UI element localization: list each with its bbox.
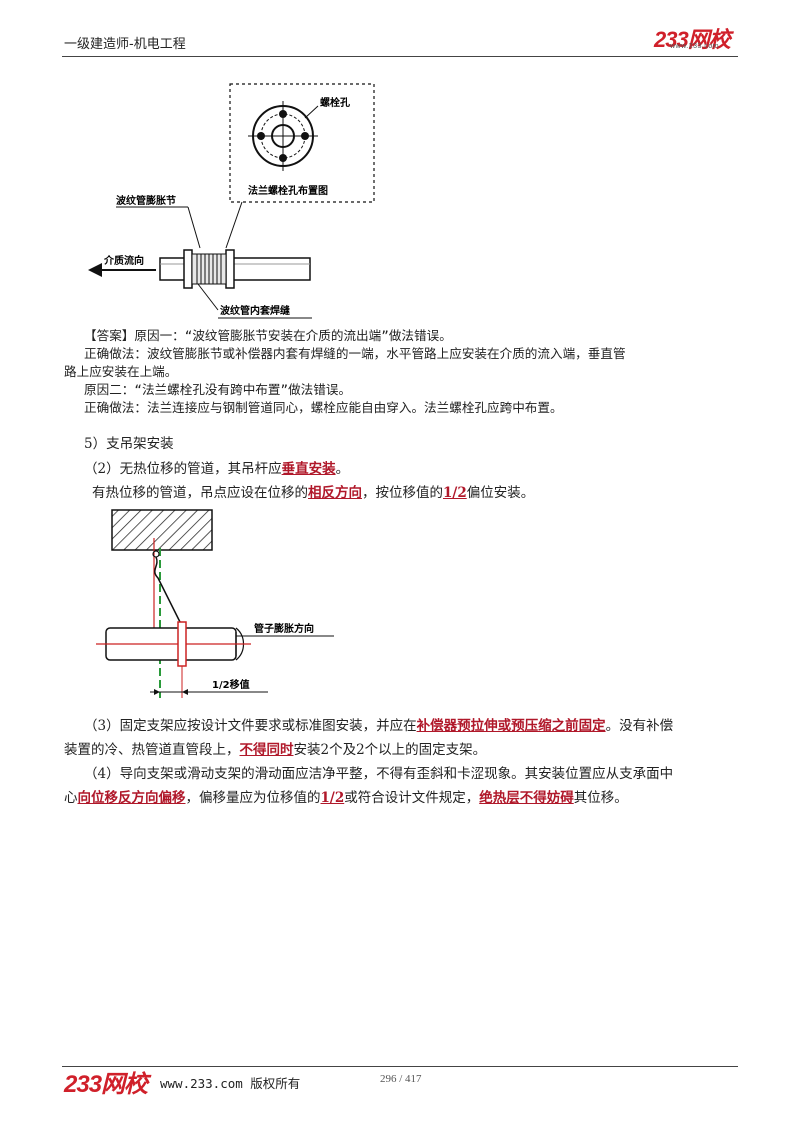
paragraph-fixed-support: （3）固定支架应按设计文件要求或标准图安装，并应在补偿器预拉伸或预压缩之前固定。…	[84, 718, 674, 734]
highlight-text: 相反方向	[308, 485, 362, 501]
pipe-body	[159, 257, 311, 281]
ceiling-slab	[111, 509, 213, 551]
weld-leader	[197, 283, 219, 311]
expansion-label: 管子膨胀方向	[254, 622, 314, 635]
section-heading: 5）支吊架安装	[84, 436, 174, 452]
bellows-figure: 螺栓孔 法兰螺栓孔布置图 波纹管膨胀节 介质流向 波纹管内套焊缝	[88, 83, 375, 319]
offset-label: 1/2移值	[212, 678, 250, 691]
footer-site: www.233.com 版权所有	[160, 1076, 301, 1091]
highlight-text: 补偿器预拉伸或预压缩之前固定	[416, 718, 606, 734]
answer-line: 原因二：“法兰螺栓孔没有跨中布置”做法错误。	[84, 382, 352, 397]
bellows-label: 波纹管膨胀节	[116, 194, 176, 207]
paragraph-guide-support: （4）导向支架或滑动支架的滑动面应洁净平整，不得有歪斜和卡涩现象。其安装位置应从…	[84, 766, 674, 782]
page-number: 296 / 417	[380, 1073, 422, 1085]
answer-line: 正确做法：波纹管膨胀节或补偿器内套有焊缝的一端，水平管路上应安装在介质的流入端，…	[84, 346, 626, 361]
highlight-text: 1/2	[443, 485, 467, 501]
footer-logo: 233网校	[64, 1071, 148, 1098]
bolt-hole-label: 螺栓孔	[320, 96, 350, 109]
bolt-hole	[279, 154, 287, 162]
flow-arrow-head	[88, 263, 102, 277]
highlight-text: 1/2	[320, 790, 345, 806]
flange-detail-box	[229, 83, 375, 203]
header-title: 一级建造师-机电工程	[64, 37, 186, 52]
flange-right	[225, 249, 235, 289]
answer-line: 【答案】原因一：“波纹管膨胀节安装在介质的流出端”做法错误。	[84, 328, 452, 343]
flow-label: 介质流向	[103, 254, 144, 267]
bolt-hole	[301, 132, 309, 140]
hanger-figure: 管子膨胀方向 1/2移值	[96, 509, 334, 698]
highlight-text: 垂直安装	[281, 461, 336, 477]
highlight-text: 绝热层不得妨碍	[479, 790, 574, 806]
header-logo-url: www.233.com	[670, 43, 720, 50]
hanger-rod	[154, 556, 183, 627]
paragraph-2: （2）无热位移的管道，其吊杆应垂直安装。	[84, 461, 350, 477]
bolt-hole	[257, 132, 265, 140]
bellows-leader	[187, 206, 201, 249]
weld-label: 波纹管内套焊缝	[220, 304, 290, 317]
highlight-text: 向位移反方向偏移	[77, 790, 186, 806]
bolt-hole	[279, 110, 287, 118]
pipe-clamp	[177, 621, 187, 667]
detail-leader	[225, 201, 243, 249]
footer-rule	[62, 1066, 738, 1067]
bolt-hole-leader	[304, 105, 319, 119]
header-logo: 233网校	[654, 27, 731, 52]
highlight-text: 不得同时	[239, 742, 294, 758]
header-rule	[62, 56, 738, 57]
paragraph-fixed-support-cont: 装置的冷、热管道直管段上，不得同时安装2个及2个以上的固定支架。	[64, 742, 487, 758]
paragraph-guide-support-cont: 心向位移反方向偏移，偏移量应为位移值的1/2或符合设计文件规定，绝热层不得妨碍其…	[64, 790, 628, 806]
answer-line: 路上应安装在上端。	[64, 364, 178, 379]
flange-left	[183, 249, 193, 289]
flange-layout-label: 法兰螺栓孔布置图	[248, 184, 328, 197]
paragraph-3: 有热位移的管道，吊点应设在位移的相反方向，按位移值的1/2偏位安装。	[92, 485, 535, 501]
answer-line: 正确做法：法兰连接应与钢制管道同心，螺栓应能自由穿入。法兰螺栓孔应跨中布置。	[84, 400, 563, 415]
